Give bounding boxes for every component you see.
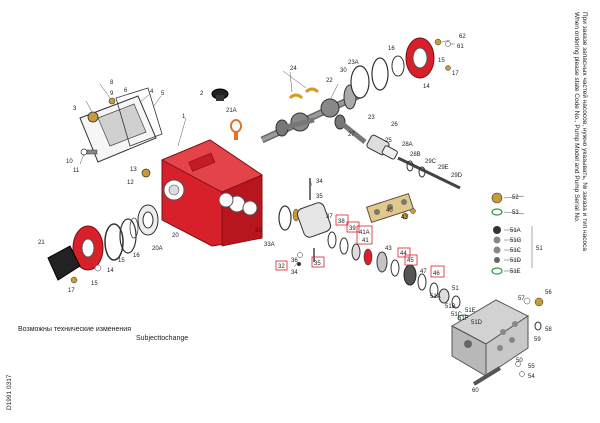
manifold-block xyxy=(450,299,529,377)
label-42: 42 xyxy=(401,215,408,221)
label-20: 20 xyxy=(172,233,179,239)
label-58: 58 xyxy=(545,327,552,333)
box-label-44: 44 xyxy=(400,251,407,257)
note-changes-ru: Возможны технические изменения xyxy=(18,326,131,333)
label-15-bolt: 15 xyxy=(91,281,98,287)
label-3: 3 xyxy=(73,106,77,112)
box-label-46: 46 xyxy=(433,271,440,277)
label-16-right: 16 xyxy=(388,46,395,52)
label-35: 35 xyxy=(316,194,323,200)
label-37: 37 xyxy=(326,214,333,220)
label-13: 13 xyxy=(130,167,137,173)
label-r51a: 51A xyxy=(510,228,521,234)
label-15-right: 15 xyxy=(438,58,445,64)
label-9: 9 xyxy=(110,91,114,97)
label-23: 23 xyxy=(368,115,375,121)
label-28b: 28B xyxy=(410,152,421,158)
label-52: 52 xyxy=(512,195,519,201)
label-51d: 51D xyxy=(471,320,483,326)
label-27: 27 xyxy=(348,132,355,138)
label-29d: 29D xyxy=(451,173,463,179)
label-16-left: 16 xyxy=(133,253,140,259)
label-59: 59 xyxy=(534,337,541,343)
label-51e: 51E xyxy=(465,308,476,314)
label-51f: 51F xyxy=(458,316,469,322)
label-22: 22 xyxy=(326,78,333,84)
seal-stack xyxy=(278,202,439,298)
label-51b: 51B xyxy=(445,304,456,310)
box-label-38: 38 xyxy=(338,219,345,225)
label-21: 21 xyxy=(38,240,45,246)
label-8: 8 xyxy=(110,80,114,86)
box-label-41a: 41A xyxy=(359,230,370,236)
label-23a: 23A xyxy=(348,60,359,66)
label-r51d: 51D xyxy=(510,258,522,264)
label-36: 36 xyxy=(291,258,298,264)
label-14-left: 14 xyxy=(107,268,114,274)
label-33a: 33A xyxy=(264,242,275,248)
label-56: 56 xyxy=(545,290,552,296)
label-r51c: 51C xyxy=(510,248,522,254)
label-r51e: 51E xyxy=(510,269,521,275)
label-10: 10 xyxy=(66,159,73,165)
label-31: 31 xyxy=(255,228,262,234)
note-order-en: When ordering please state Code No., Pum… xyxy=(573,12,580,223)
label-26: 26 xyxy=(391,122,398,128)
label-21a: 21A xyxy=(226,108,237,114)
label-5: 5 xyxy=(161,91,165,97)
label-1: 1 xyxy=(182,114,186,120)
label-30: 30 xyxy=(340,68,347,74)
label-r51g: 51G xyxy=(510,238,522,244)
label-29c: 29C xyxy=(425,159,437,165)
label-15-left: 15 xyxy=(118,258,125,264)
label-55: 55 xyxy=(528,364,535,370)
label-17-left: 17 xyxy=(68,288,75,294)
pump-housing xyxy=(161,139,263,247)
label-61: 61 xyxy=(457,44,464,50)
label-r51: 51 xyxy=(536,246,543,252)
box-label-35: 35 xyxy=(314,261,321,267)
box-label-41: 41 xyxy=(362,238,369,244)
label-25: 25 xyxy=(385,138,392,144)
label-43: 43 xyxy=(385,246,392,252)
label-40: 40 xyxy=(386,208,393,214)
front-cover xyxy=(47,225,104,281)
label-14-right: 14 xyxy=(423,84,430,90)
label-29e: 29E xyxy=(438,165,449,171)
label-54: 54 xyxy=(528,374,535,380)
box-label-32: 32 xyxy=(278,264,285,270)
boxed-labels xyxy=(275,214,445,278)
cover-plate xyxy=(79,87,163,163)
label-12: 12 xyxy=(127,180,134,186)
label-47: 47 xyxy=(420,269,427,275)
label-28a: 28A xyxy=(402,142,413,148)
label-24: 24 xyxy=(290,66,297,72)
note-order-ru: При заказе запасных частей насосов, нужн… xyxy=(581,12,588,252)
box-label-39: 39 xyxy=(349,226,356,232)
label-51c: 51C xyxy=(451,312,463,318)
label-20a: 20A xyxy=(152,246,163,252)
label-6: 6 xyxy=(124,88,128,94)
label-60: 60 xyxy=(472,388,479,394)
label-51: 51 xyxy=(452,286,459,292)
drawing-code: D1991 0317 xyxy=(6,374,13,410)
connecting-rod xyxy=(275,114,367,144)
label-51a: 51A xyxy=(430,294,441,300)
part-labels: 1 2 3 4 5 6 8 9 10 11 12 13 14 14 15 15 … xyxy=(38,34,552,394)
label-57: 57 xyxy=(518,296,525,302)
label-50: 50 xyxy=(516,358,523,364)
label-53: 53 xyxy=(512,210,519,216)
label-17-right: 17 xyxy=(452,71,459,77)
note-changes-en: Subjecttochange xyxy=(136,335,189,342)
label-34: 34 xyxy=(316,179,323,185)
label-4: 4 xyxy=(150,89,154,95)
label-2: 2 xyxy=(200,91,204,97)
label-62: 62 xyxy=(459,34,466,40)
box-label-45: 45 xyxy=(407,258,414,264)
label-11: 11 xyxy=(73,168,80,174)
label-34b: 34 xyxy=(291,270,298,276)
